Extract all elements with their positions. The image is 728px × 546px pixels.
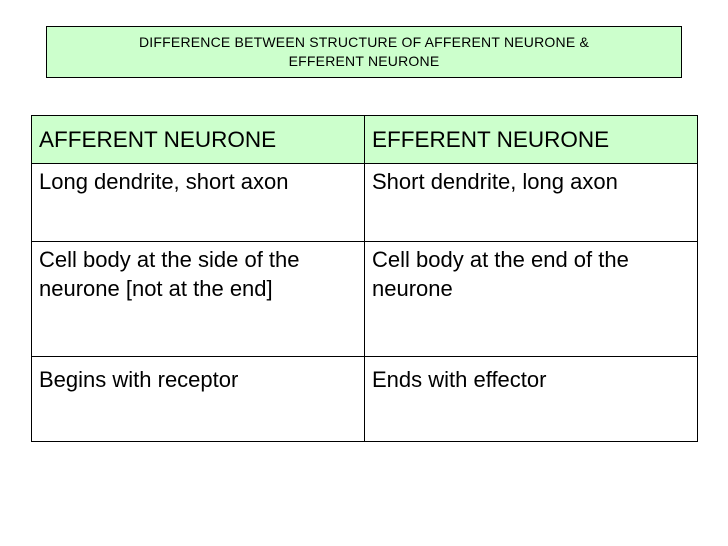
efferent-cell: Cell body at the end of the neurone — [364, 241, 698, 357]
table-header-row: AFFERENT NEURONE EFFERENT NEURONE — [31, 115, 698, 164]
efferent-cell: Short dendrite, long axon — [364, 163, 698, 242]
title-banner: DIFFERENCE BETWEEN STRUCTURE OF AFFERENT… — [46, 26, 682, 78]
afferent-cell: Begins with receptor — [31, 356, 365, 442]
table-row: Begins with receptor Ends with effector — [31, 356, 698, 442]
comparison-table: AFFERENT NEURONE EFFERENT NEURONE Long d… — [31, 115, 698, 442]
table-row: Cell body at the side of the neurone [no… — [31, 241, 698, 357]
afferent-cell: Long dendrite, short axon — [31, 163, 365, 242]
efferent-cell: Ends with effector — [364, 356, 698, 442]
afferent-cell: Cell body at the side of the neurone [no… — [31, 241, 365, 357]
header-efferent: EFFERENT NEURONE — [364, 115, 698, 164]
header-afferent: AFFERENT NEURONE — [31, 115, 365, 164]
page-title: DIFFERENCE BETWEEN STRUCTURE OF AFFERENT… — [139, 34, 589, 69]
table-row: Long dendrite, short axon Short dendrite… — [31, 163, 698, 242]
